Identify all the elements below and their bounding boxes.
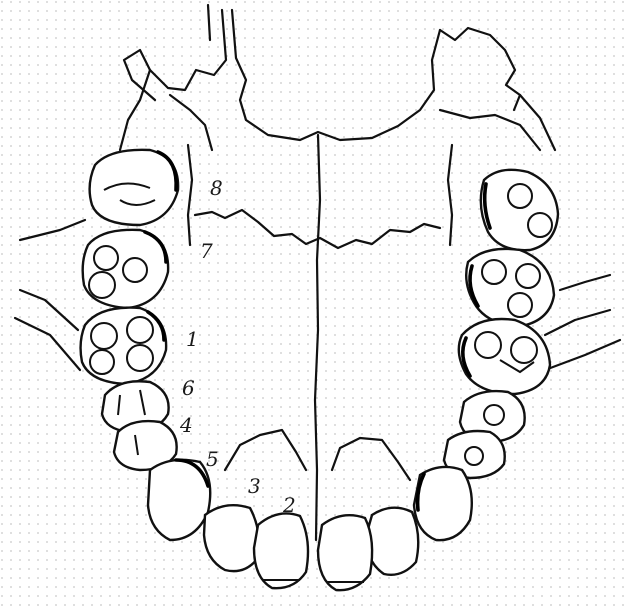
label-3: 3 — [248, 474, 261, 498]
incisor-central-left — [254, 513, 308, 588]
incisor-central-right — [318, 515, 372, 590]
incisor-lateral-right — [366, 508, 418, 575]
label-6: 6 — [182, 376, 195, 400]
canine-right — [414, 467, 472, 540]
label-7: 7 — [200, 239, 213, 263]
label-2: 2 — [282, 493, 296, 517]
molar-third-left — [90, 150, 179, 225]
label-4: 4 — [179, 413, 193, 437]
label-1: 1 — [186, 327, 199, 351]
label-8: 8 — [210, 176, 223, 200]
molar-first-left — [81, 308, 167, 384]
molar-second-left — [83, 230, 168, 308]
label-5: 5 — [206, 447, 219, 471]
